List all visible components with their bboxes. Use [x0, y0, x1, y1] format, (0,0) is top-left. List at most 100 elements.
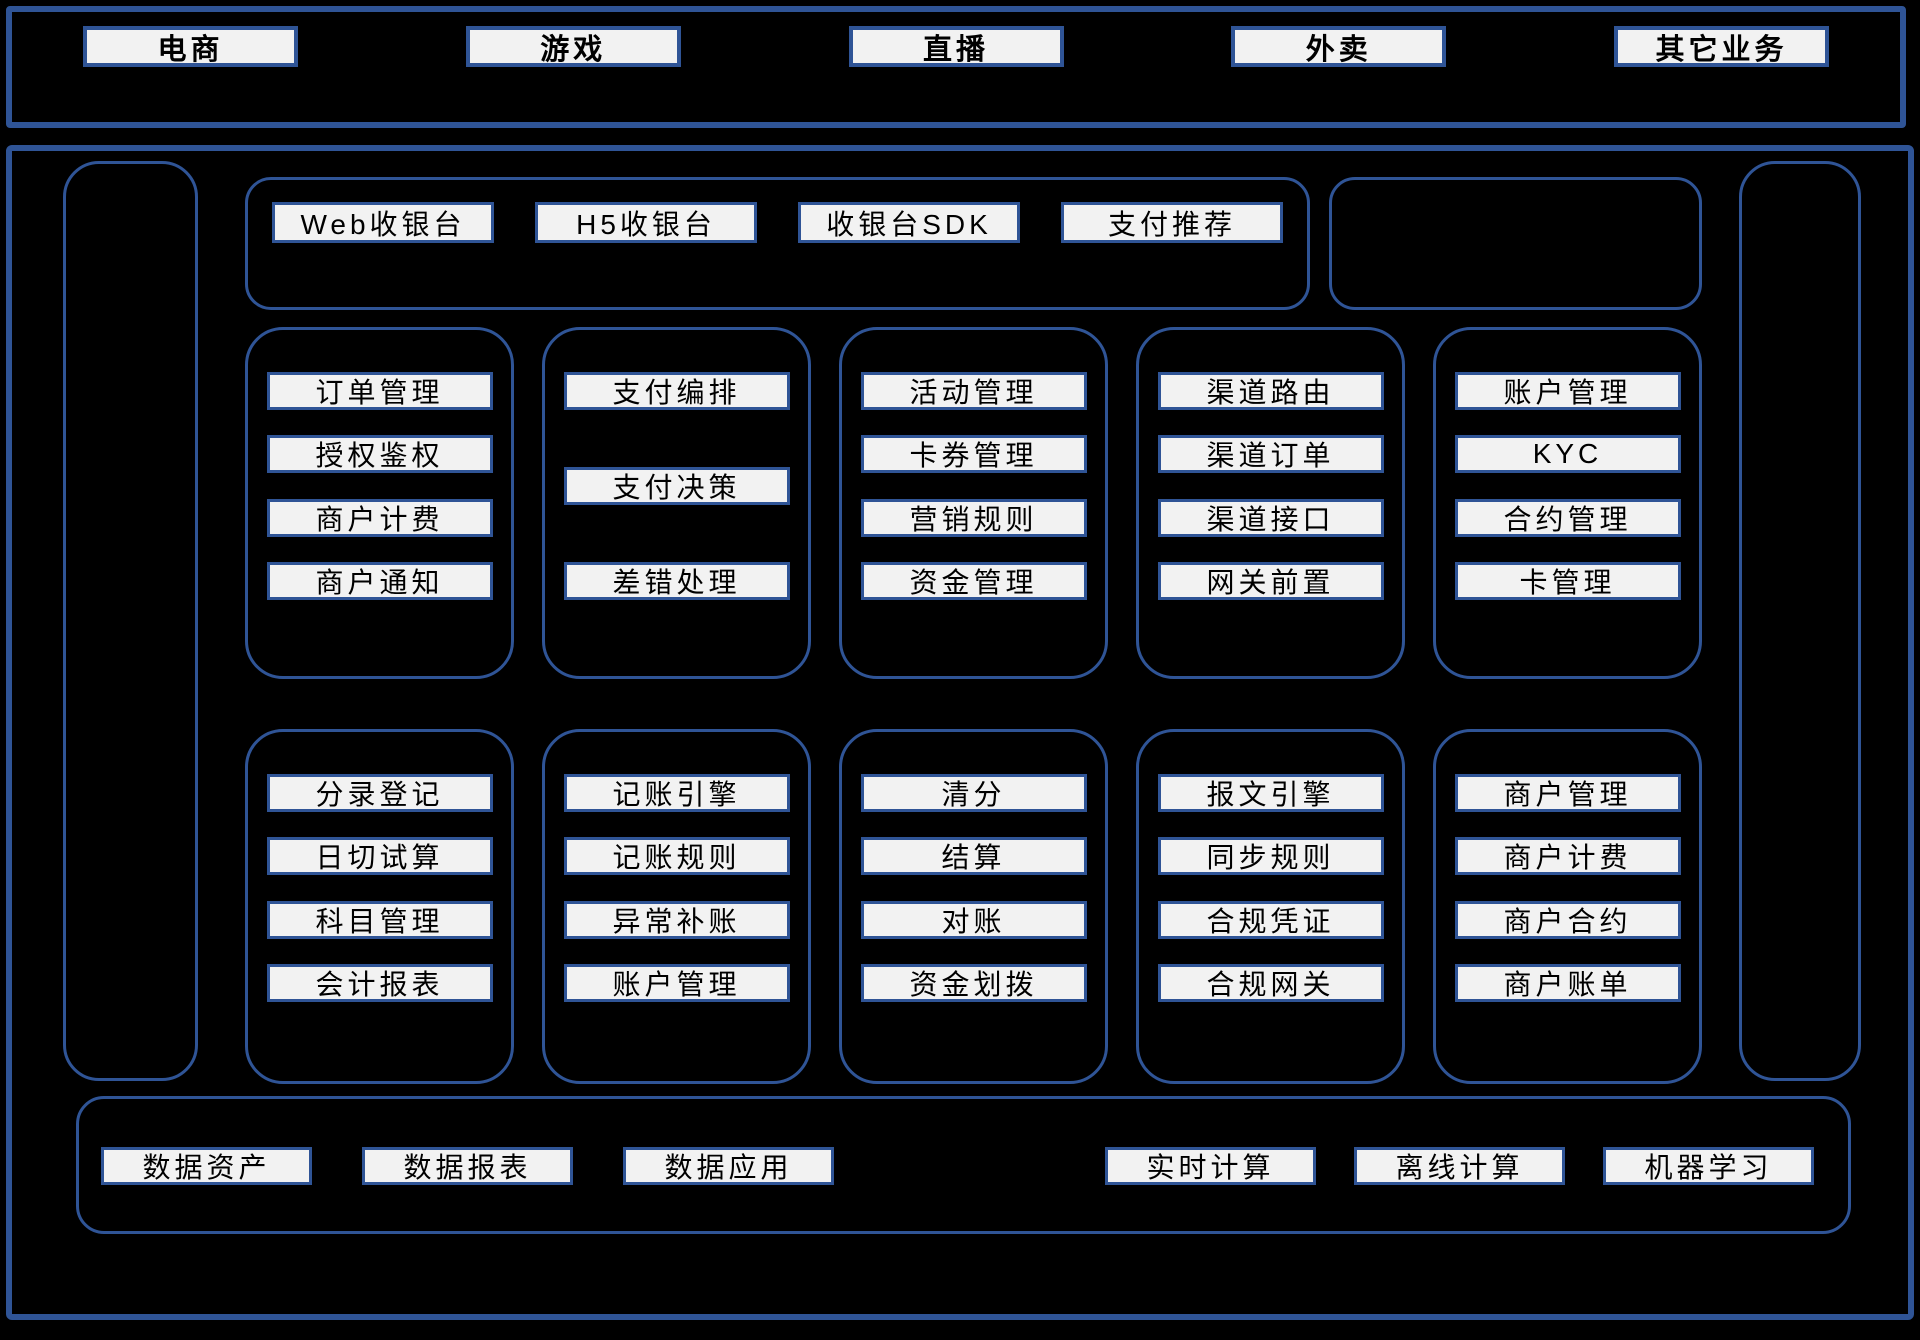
service-group-merchant: 商户管理商户计费商户合约商户账单 — [1433, 729, 1702, 1084]
label-text: 渠道接口 — [1206, 503, 1335, 535]
label-box: 游戏 — [465, 26, 681, 67]
label-text: 机器学习 — [1644, 1152, 1773, 1183]
data-products-cluster: 数据资产数据报表数据应用 — [101, 1147, 834, 1185]
label-box: 同步规则 — [1157, 837, 1384, 876]
label-box: 离线计算 — [1354, 1147, 1565, 1185]
label-box: Web收银台 — [272, 202, 494, 243]
label-text: 资金划拨 — [909, 968, 1038, 1000]
service-groups-row2: 分录登记日切试算科目管理会计报表 记账引擎记账规则异常补账账户管理 清分结算对账… — [245, 729, 1702, 1084]
label-text: 渠道订单 — [1206, 440, 1335, 472]
empty-section — [1329, 177, 1702, 310]
service-group-payment-core: 支付编排支付决策差错处理 — [542, 327, 811, 679]
label-text: 同步规则 — [1206, 842, 1335, 874]
label-text: 支付编排 — [612, 377, 741, 408]
label-text: 会计报表 — [315, 968, 444, 1000]
label-text: 直播 — [922, 33, 989, 66]
label-box: 记账规则 — [563, 837, 790, 876]
label-text: KYC — [1532, 438, 1603, 470]
service-group-channel: 渠道路由渠道订单渠道接口网关前置 — [1136, 327, 1405, 679]
data-platform-bar: 数据资产数据报表数据应用 实时计算离线计算机器学习 — [76, 1096, 1851, 1234]
label-text: 支付决策 — [612, 472, 741, 503]
label-box: 支付编排 — [563, 372, 790, 410]
right-rail — [1739, 161, 1861, 1081]
label-text: 电商 — [157, 33, 224, 66]
service-group-compliance: 报文引擎同步规则合规凭证合规网关 — [1136, 729, 1405, 1084]
label-text: 账户管理 — [1503, 377, 1632, 408]
label-text: 科目管理 — [315, 905, 444, 937]
label-text: 数据应用 — [664, 1152, 793, 1183]
label-box: 网关前置 — [1157, 561, 1384, 600]
compute-cluster: 实时计算离线计算机器学习 — [1105, 1147, 1814, 1185]
label-box: 支付决策 — [563, 467, 790, 505]
label-box: 电商 — [83, 26, 298, 67]
label-text: Web收银台 — [300, 208, 466, 240]
label-box: 报文引擎 — [1157, 774, 1384, 812]
label-text: 其它业务 — [1655, 33, 1788, 66]
label-text: 对账 — [941, 905, 1006, 937]
label-text: 商户管理 — [1503, 779, 1632, 810]
label-box: 清分 — [860, 774, 1087, 812]
label-box: 卡券管理 — [860, 435, 1087, 474]
service-group-order: 订单管理授权鉴权商户计费商户通知 — [245, 327, 514, 679]
label-text: 结算 — [941, 842, 1006, 874]
label-box: 会计报表 — [266, 963, 493, 1002]
label-box: 其它业务 — [1614, 26, 1829, 67]
label-text: 支付推荐 — [1107, 208, 1236, 240]
label-box: 机器学习 — [1603, 1147, 1814, 1185]
label-box: 数据应用 — [623, 1147, 834, 1185]
label-text: 资金管理 — [909, 566, 1038, 598]
label-text: 差错处理 — [612, 567, 741, 598]
label-text: 报文引擎 — [1206, 779, 1335, 810]
service-group-marketing: 活动管理卡券管理营销规则资金管理 — [839, 327, 1108, 679]
label-text: 渠道路由 — [1206, 377, 1335, 408]
label-text: 分录登记 — [315, 779, 444, 810]
label-box: 记账引擎 — [563, 774, 790, 812]
business-layer-bar: 电商 游戏 直播 外卖 其它业务 — [6, 6, 1906, 128]
label-box: H5收银台 — [535, 202, 757, 243]
label-text: 异常补账 — [612, 905, 741, 937]
label-text: 卡管理 — [1519, 566, 1616, 598]
label-box: 渠道订单 — [1157, 435, 1384, 474]
label-text: 账户管理 — [612, 968, 741, 1000]
label-box: 差错处理 — [563, 562, 790, 600]
service-group-account: 账户管理 KYC 合约管理卡管理 — [1433, 327, 1702, 679]
service-group-ledger: 记账引擎记账规则异常补账账户管理 — [542, 729, 811, 1084]
service-group-clearing: 清分结算对账资金划拨 — [839, 729, 1108, 1084]
label-box: 合规凭证 — [1157, 900, 1384, 939]
label-box: 商户合约 — [1454, 900, 1681, 939]
label-text: 商户计费 — [315, 503, 444, 535]
label-text: 合规凭证 — [1206, 905, 1335, 937]
label-box: 收银台SDK — [798, 202, 1020, 243]
label-box: 直播 — [848, 26, 1064, 67]
label-text: H5收银台 — [576, 208, 716, 240]
label-box: 渠道接口 — [1157, 498, 1384, 537]
label-text: 商户计费 — [1503, 842, 1632, 874]
label-text: 日切试算 — [315, 842, 444, 874]
label-text: 记账引擎 — [612, 779, 741, 810]
left-rail — [63, 161, 198, 1081]
label-box: 结算 — [860, 837, 1087, 876]
label-box: 授权鉴权 — [266, 435, 493, 474]
label-box: 合规网关 — [1157, 963, 1384, 1002]
checkout-section: Web收银台 H5收银台 收银台SDK 支付推荐 — [245, 177, 1310, 310]
label-text: 外卖 — [1305, 33, 1372, 66]
label-box: 卡管理 — [1454, 561, 1681, 600]
label-text: 收银台SDK — [826, 208, 992, 240]
label-text: 卡券管理 — [909, 440, 1038, 472]
label-box: 合约管理 — [1454, 498, 1681, 537]
label-text: 数据资产 — [142, 1152, 271, 1183]
label-text: 商户合约 — [1503, 905, 1632, 937]
label-box: 商户计费 — [1454, 837, 1681, 876]
label-box: KYC — [1454, 435, 1681, 474]
service-groups-row1: 订单管理授权鉴权商户计费商户通知 支付编排支付决策差错处理 活动管理卡券管理营销… — [245, 327, 1702, 679]
label-text: 游戏 — [540, 33, 607, 66]
service-group-accounting: 分录登记日切试算科目管理会计报表 — [245, 729, 514, 1084]
label-box: 渠道路由 — [1157, 372, 1384, 410]
label-box: 商户管理 — [1454, 774, 1681, 812]
label-text: 记账规则 — [612, 842, 741, 874]
label-box: 账户管理 — [1454, 372, 1681, 410]
label-text: 合规网关 — [1206, 968, 1335, 1000]
label-box: 资金划拨 — [860, 963, 1087, 1002]
label-text: 商户通知 — [315, 566, 444, 598]
